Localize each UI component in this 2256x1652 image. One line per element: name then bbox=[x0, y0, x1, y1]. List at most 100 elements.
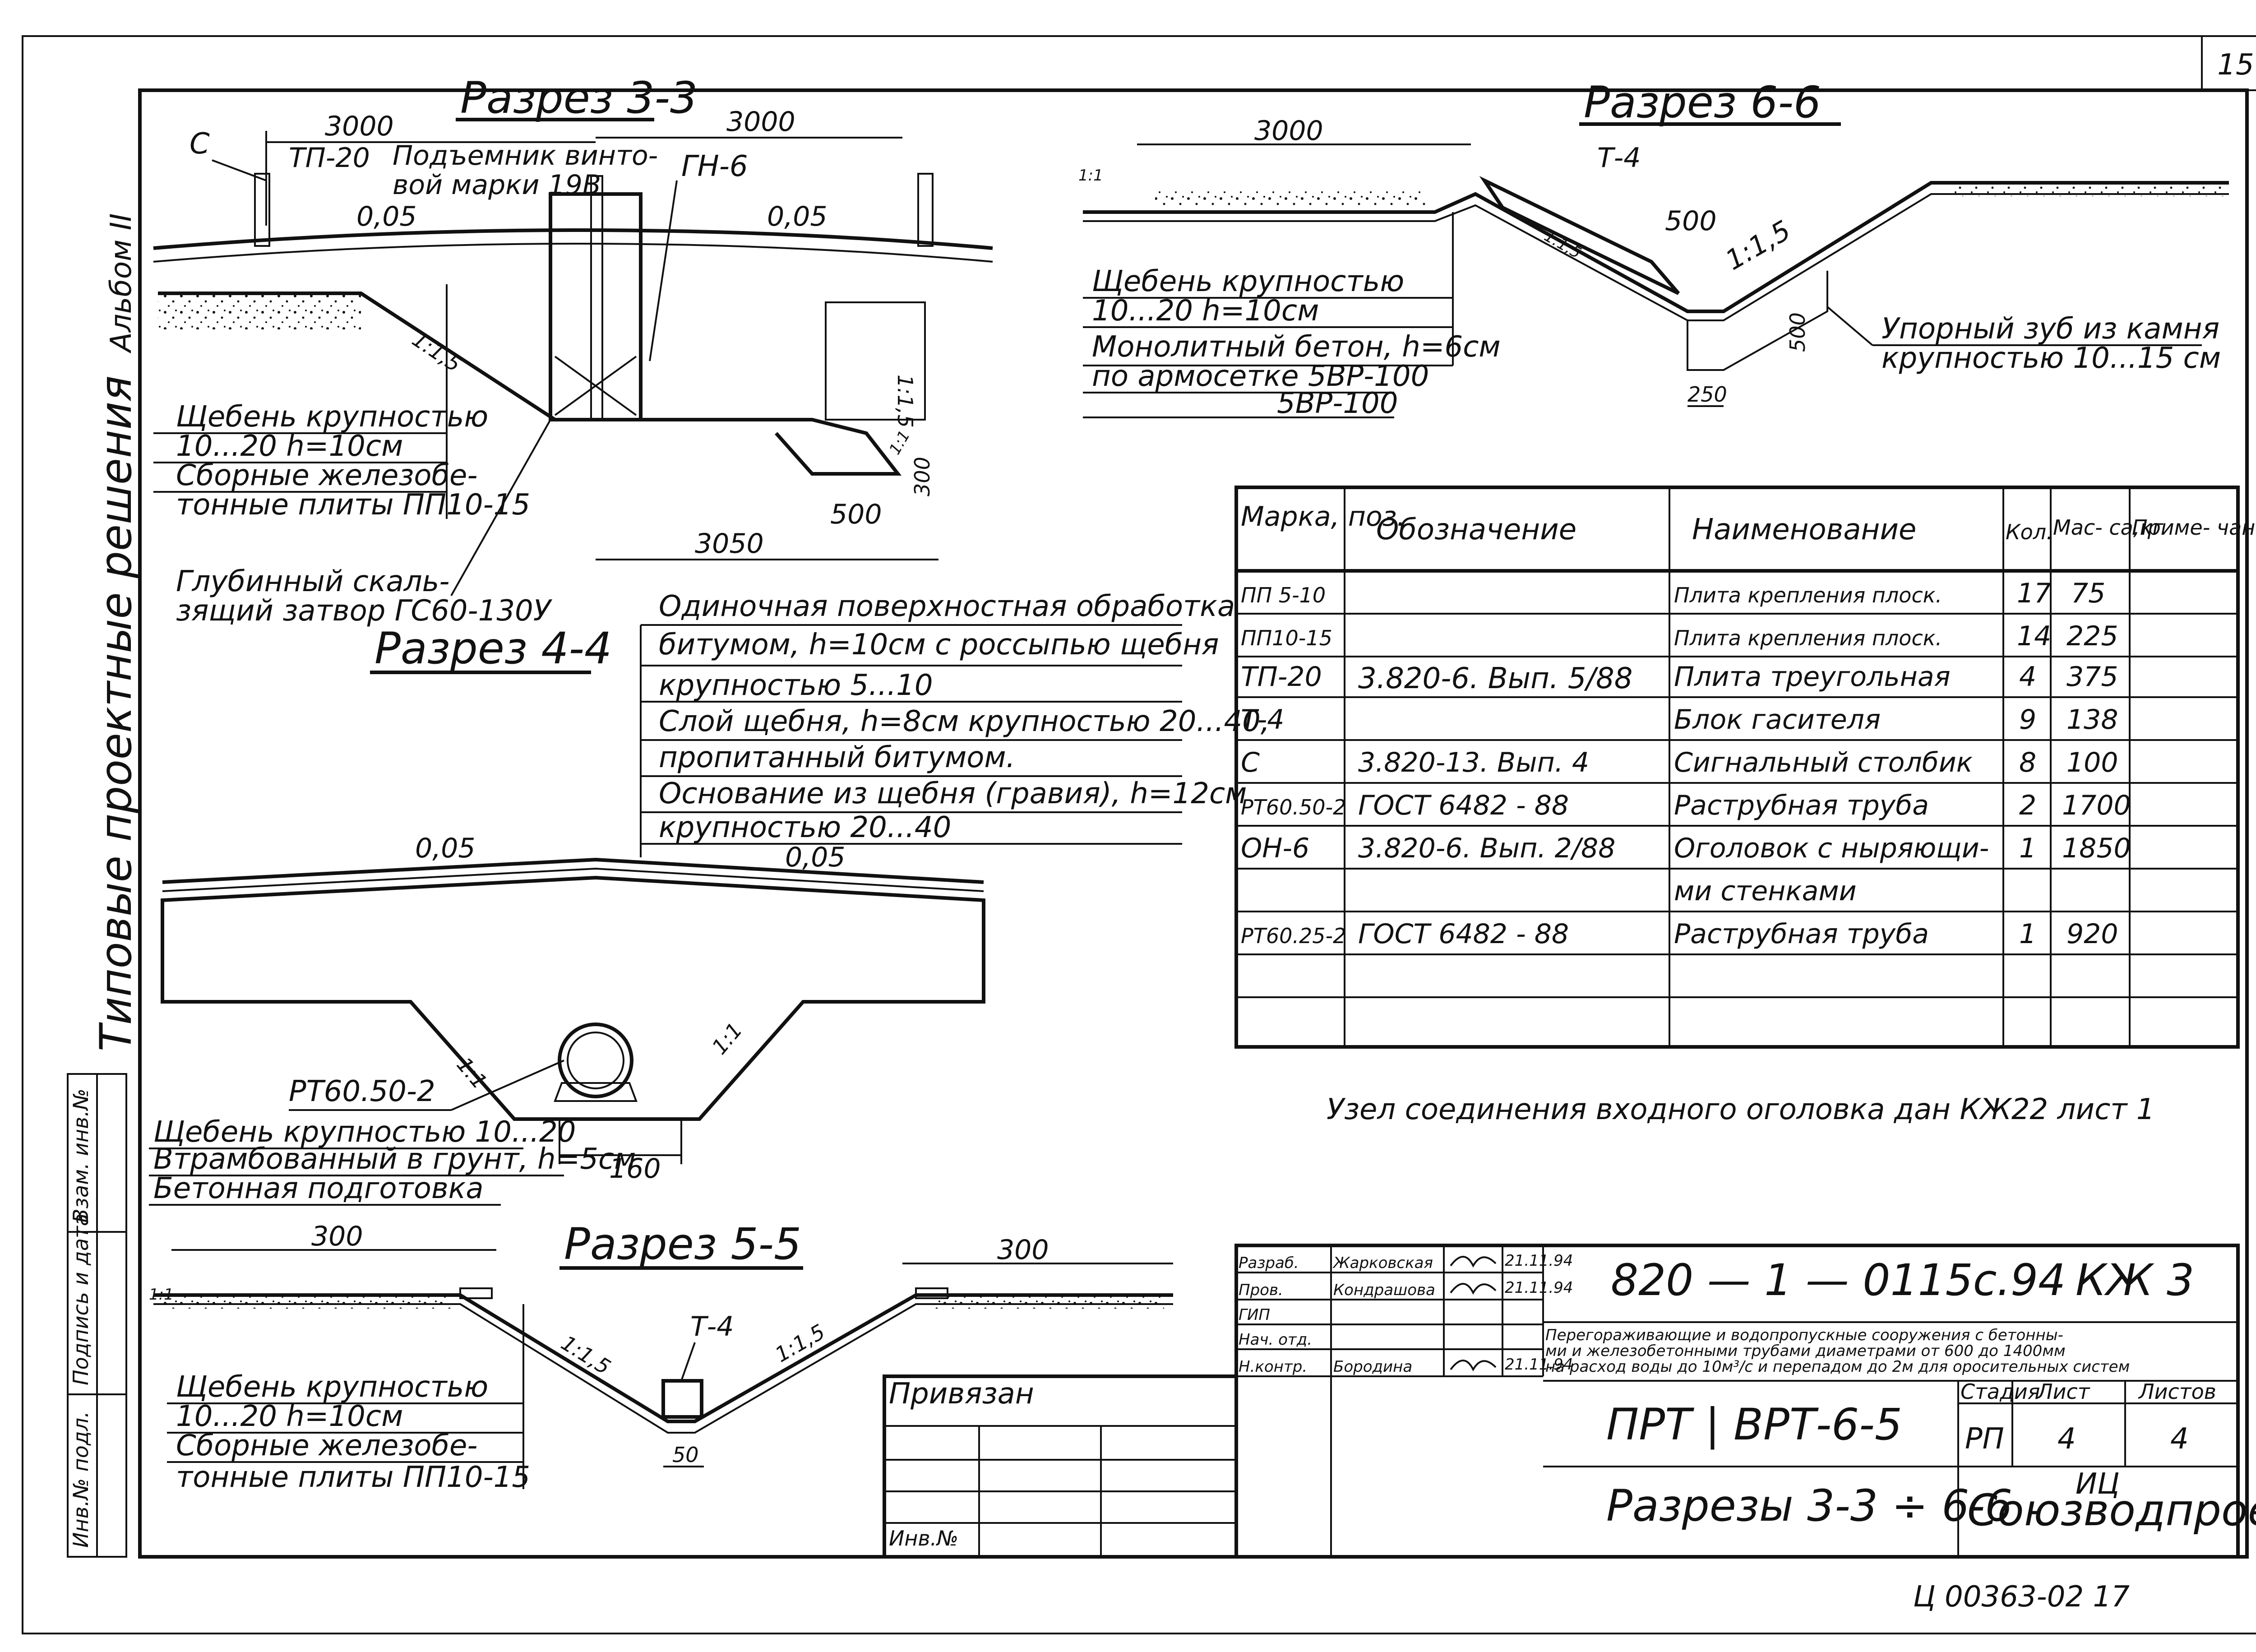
table-cell: Сигнальный столбик bbox=[1674, 747, 1973, 778]
org-line: ИЦ bbox=[2076, 1467, 2120, 1501]
layer-note: Основание из щебня (гравия), h=12см bbox=[659, 777, 1247, 810]
description-line: на расход воды до 10м³/с и перепадом до … bbox=[1545, 1358, 2130, 1376]
role-label: Разраб. bbox=[1239, 1254, 1299, 1272]
node-note: Узел соединения входного оголовка дан КЖ… bbox=[1327, 1093, 2155, 1126]
table-cell: 3.820-13. Вып. 4 bbox=[1358, 747, 1589, 778]
description-line: ми и железобетонными трубами диаметрами … bbox=[1545, 1342, 2066, 1360]
table-row: ПП 5-10 Плита крепления плоск. 17 75 bbox=[1241, 578, 2105, 609]
table-row: РТ60.25-2 ГОСТ 6482 - 88 Раструбная труб… bbox=[1241, 918, 2118, 950]
layer-note: 10...20 h=10см bbox=[1092, 294, 1319, 328]
table-cell: Плита крепления плоск. bbox=[1674, 626, 1942, 650]
slope-label: 0,05 bbox=[767, 201, 828, 232]
dimension-label: 3050 bbox=[695, 528, 764, 560]
dimension-label: 500 bbox=[830, 499, 882, 530]
slope-label: 0,05 bbox=[785, 842, 846, 873]
sheet-value: 4 bbox=[2057, 1422, 2076, 1456]
table-cell: 100 bbox=[2066, 747, 2118, 778]
table-row: Т-4 Блок гасителя 9 138 bbox=[1241, 704, 2118, 736]
table-cell: Блок гасителя bbox=[1674, 704, 1881, 736]
role-label: Пров. bbox=[1239, 1281, 1283, 1299]
section-title: Разрез 3-3 bbox=[460, 73, 698, 123]
signer-name: Жарковская bbox=[1332, 1254, 1433, 1272]
table-header: Обозначение bbox=[1376, 513, 1576, 546]
table-cell: Плита крепления плоск. bbox=[1674, 583, 1942, 607]
layer-note: Слой щебня, h=8см крупностью 20...40, bbox=[659, 705, 1270, 738]
gate-note: зящий затвор ГС60-130У bbox=[176, 594, 553, 628]
table-cell: 1700 bbox=[2062, 790, 2131, 821]
drawing-title: Разрезы 3-3 ÷ 6-6 bbox=[1606, 1481, 2012, 1531]
slope-label: 1:1 bbox=[707, 1018, 747, 1059]
layer-note: битумом, h=10см с россыпью щебня bbox=[659, 628, 1219, 662]
table-cell: Плита треугольная bbox=[1674, 661, 1951, 693]
table-header: Приме- чание bbox=[2132, 515, 2256, 540]
description-line: Перегораживающие и водопропускные сооруж… bbox=[1545, 1326, 2063, 1344]
table-row: РТ60.50-2 ГОСТ 6482 - 88 Раструбная труб… bbox=[1241, 790, 2131, 821]
table-cell: 9 bbox=[2019, 704, 2036, 736]
table-cell: РТ60.50-2 bbox=[1241, 795, 1346, 819]
bottom-note: Бетонная подготовка bbox=[153, 1172, 484, 1205]
table-cell: 375 bbox=[2066, 661, 2118, 693]
table-cell: 1 bbox=[2019, 833, 2036, 864]
dimension-label: 500 bbox=[1785, 312, 1810, 352]
dimension-label: 250 bbox=[1687, 382, 1727, 407]
role-label: Н.контр. bbox=[1239, 1358, 1307, 1376]
table-cell: 14 bbox=[2017, 620, 2051, 652]
org-line: Союзводпроект bbox=[1967, 1485, 2256, 1536]
sheets-value: 4 bbox=[2170, 1422, 2189, 1456]
dimension-label: 300 bbox=[910, 457, 934, 496]
table-row: ТП-20 3.820-6. Вып. 5/88 Плита треугольн… bbox=[1241, 661, 2118, 695]
table-row: ПП10-15 Плита крепления плоск. 14 225 bbox=[1241, 620, 2118, 652]
layer-notes: Одиночная поверхностная обработка битумо… bbox=[640, 590, 1270, 857]
layer-note: тонные плиты ПП10-15 bbox=[176, 1461, 530, 1494]
gate-note: Глубинный скаль- bbox=[176, 565, 449, 598]
table-cell: 1 bbox=[2019, 918, 2036, 950]
sheet-number: 15 bbox=[2217, 48, 2254, 82]
dimension-label: 50 bbox=[672, 1443, 699, 1467]
table-cell: С bbox=[1241, 747, 1260, 778]
layer-note: Щебень крупностью bbox=[176, 400, 488, 434]
layer-note: 10...20 h=10см bbox=[176, 1400, 403, 1433]
table-cell: ТП-20 bbox=[1241, 661, 1322, 693]
block-mark: Т-4 bbox=[690, 1311, 734, 1342]
table-cell: 225 bbox=[2066, 620, 2118, 652]
stage-label: Стадия bbox=[1960, 1379, 2040, 1404]
table-cell: 920 bbox=[2066, 918, 2118, 950]
layer-note: Сборные железобе- bbox=[176, 1429, 477, 1462]
layer-note: пропитанный битумом. bbox=[659, 741, 1015, 774]
layer-note: Сборные железобе- bbox=[176, 459, 477, 492]
section-title: Разрез 6-6 bbox=[1584, 77, 1821, 128]
slope-label: 1:1 bbox=[1078, 167, 1103, 185]
table-cell: 1850 bbox=[2062, 833, 2131, 864]
layer-note: крупностью 5...10 bbox=[659, 669, 933, 702]
drawing-mark: КЖ 3 bbox=[2076, 1255, 2194, 1305]
slope-label: 1:1 bbox=[149, 1286, 174, 1304]
sign-date: 21.11.94 bbox=[1505, 1279, 1573, 1297]
series-label: Типовые проектные решения bbox=[91, 375, 141, 1051]
mark-tp: ТП-20 bbox=[289, 142, 370, 174]
table-cell: 8 bbox=[2019, 747, 2036, 778]
table-row: ми стенками bbox=[1674, 875, 1857, 907]
tooth-note: Упорный зуб из камня bbox=[1882, 312, 2219, 346]
sheet-border bbox=[22, 35, 2256, 1634]
stage-value: РП bbox=[1965, 1422, 2004, 1456]
inv-label: Инв.№ bbox=[889, 1526, 958, 1550]
table-row: С 3.820-13. Вып. 4 Сигнальный столбик 8 … bbox=[1241, 747, 2118, 778]
signature bbox=[1450, 1360, 1497, 1372]
table-cell: ми стенками bbox=[1674, 875, 1857, 907]
layer-note: Щебень крупностью bbox=[176, 1370, 488, 1404]
stamp-label: Инв.№ подл. bbox=[69, 1411, 93, 1548]
stamp-label: Взам. инв.№ bbox=[69, 1088, 93, 1223]
layer-note: 10...20 h=10см bbox=[176, 430, 403, 463]
table-cell: 3.820-6. Вып. 5/88 bbox=[1358, 662, 1632, 695]
table-cell: ГОСТ 6482 - 88 bbox=[1358, 918, 1569, 950]
table-header: Наименование bbox=[1692, 513, 1916, 546]
mark-c: С bbox=[190, 127, 210, 161]
pipe-mark: РТ60.50-2 bbox=[289, 1075, 435, 1108]
layer-note: тонные плиты ПП10-15 bbox=[176, 488, 530, 522]
layer-note: 5ВР-100 bbox=[1277, 387, 1398, 420]
dimension-label: 3000 bbox=[325, 111, 394, 142]
role-label: Нач. отд. bbox=[1239, 1331, 1312, 1349]
layer-note: по армосетке 5ВР-100 bbox=[1092, 360, 1429, 393]
slope-label: 1:1,5 bbox=[1541, 227, 1584, 262]
bottom-note: Щебень крупностью 10...20 bbox=[153, 1115, 576, 1149]
